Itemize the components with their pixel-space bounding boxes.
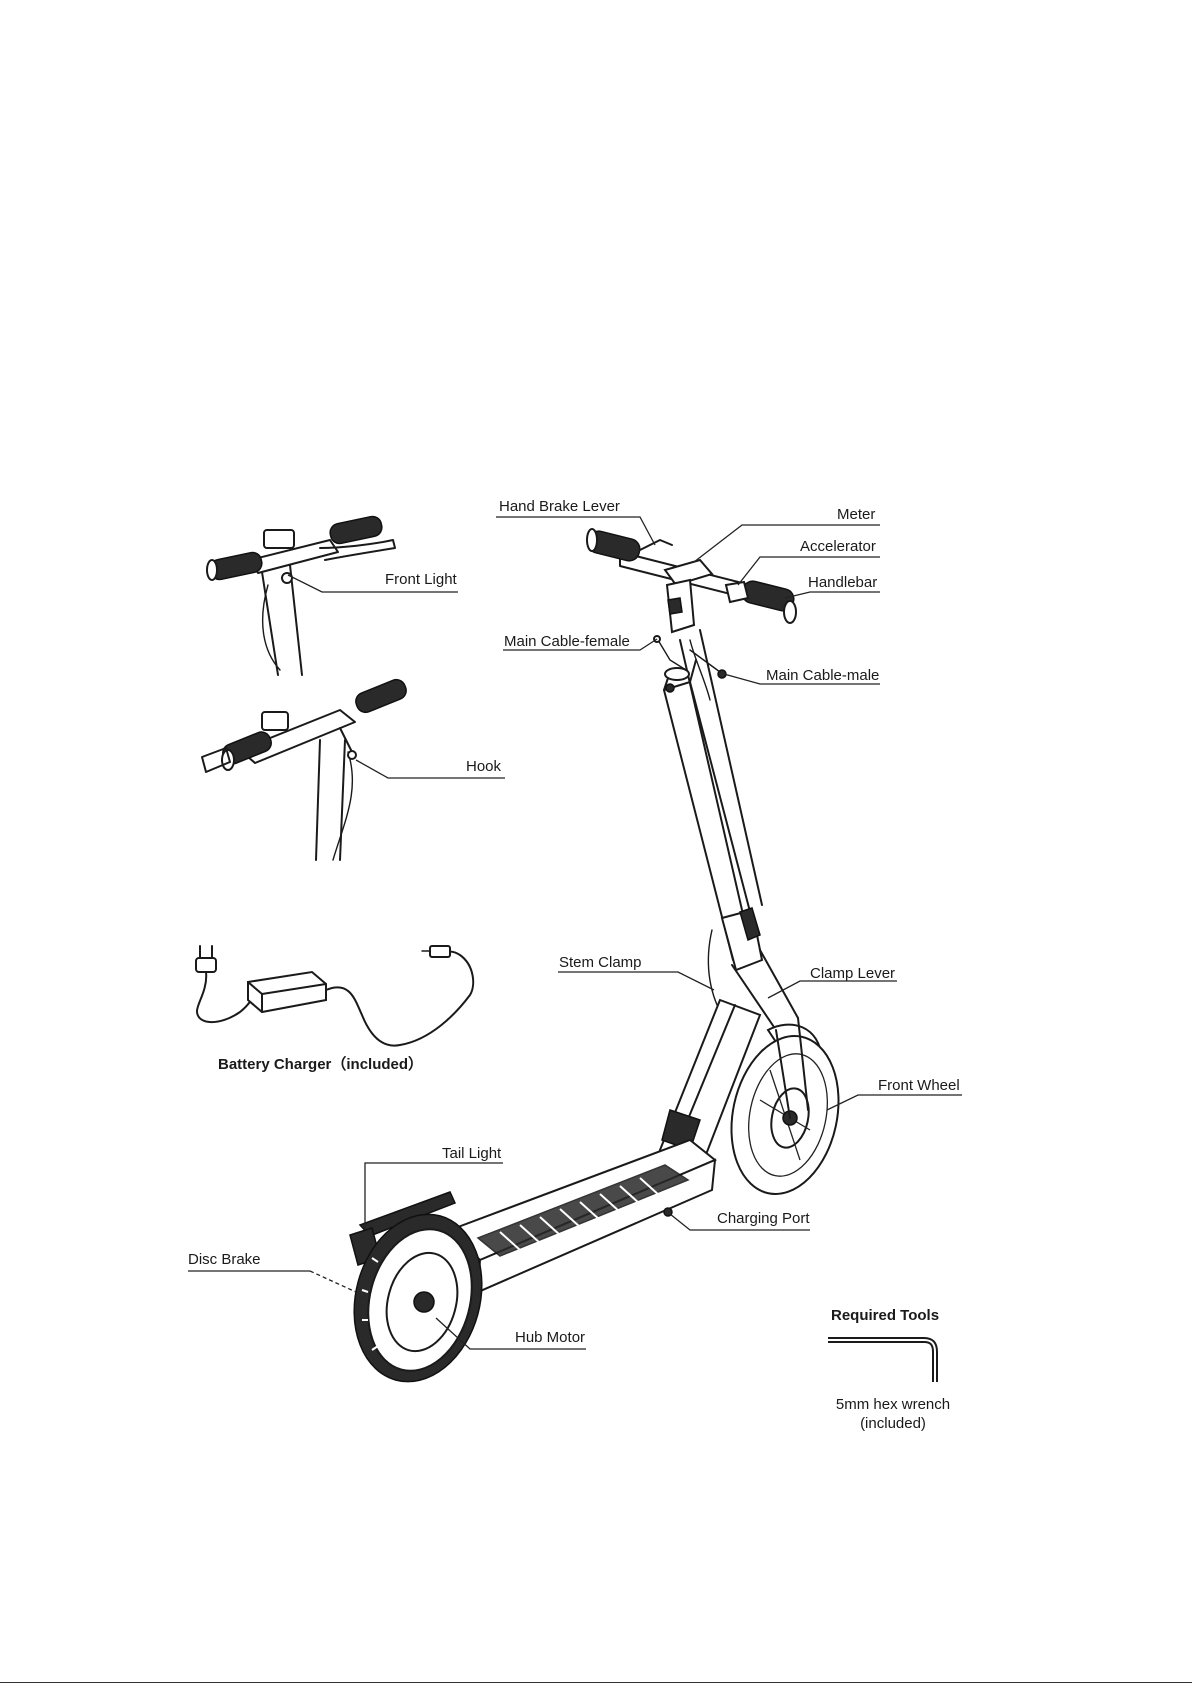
hex-wrench-icon bbox=[828, 1340, 935, 1382]
label-hand-brake-lever: Hand Brake Lever bbox=[499, 498, 620, 515]
label-charging-port: Charging Port bbox=[717, 1210, 810, 1227]
label-tail-light: Tail Light bbox=[442, 1145, 502, 1162]
right-grip-icon bbox=[740, 579, 796, 623]
tool-name: 5mm hex wrench bbox=[836, 1396, 950, 1413]
left-grip-icon bbox=[207, 551, 264, 581]
label-hub-motor: Hub Motor bbox=[515, 1329, 585, 1346]
label-disc-brake: Disc Brake bbox=[188, 1251, 261, 1268]
label-accelerator: Accelerator bbox=[800, 538, 876, 555]
required-tools-heading: Required Tools bbox=[831, 1307, 939, 1324]
right-grip-icon bbox=[353, 677, 409, 715]
label-front-wheel: Front Wheel bbox=[878, 1077, 960, 1094]
label-handlebar: Handlebar bbox=[808, 574, 877, 591]
label-main-cable-male: Main Cable-male bbox=[766, 667, 879, 684]
label-meter: Meter bbox=[837, 506, 875, 523]
left-grip-icon bbox=[220, 729, 274, 770]
label-clamp-lever: Clamp Lever bbox=[810, 965, 895, 982]
label-stem-clamp: Stem Clamp bbox=[559, 954, 642, 971]
label-hook: Hook bbox=[466, 758, 502, 775]
tool-included-note: (included) bbox=[860, 1415, 926, 1432]
battery-charger-icon bbox=[196, 946, 473, 1046]
handlebar-detail-front-light bbox=[207, 515, 395, 675]
page-bottom-rule bbox=[0, 1682, 1192, 1683]
label-front-light: Front Light bbox=[385, 571, 458, 588]
handlebar-detail-hook bbox=[202, 677, 409, 860]
right-grip-icon bbox=[328, 515, 383, 545]
charger-caption: Battery Charger（included） bbox=[218, 1055, 423, 1073]
left-grip-icon bbox=[586, 529, 642, 563]
label-main-cable-female: Main Cable-female bbox=[504, 633, 630, 650]
